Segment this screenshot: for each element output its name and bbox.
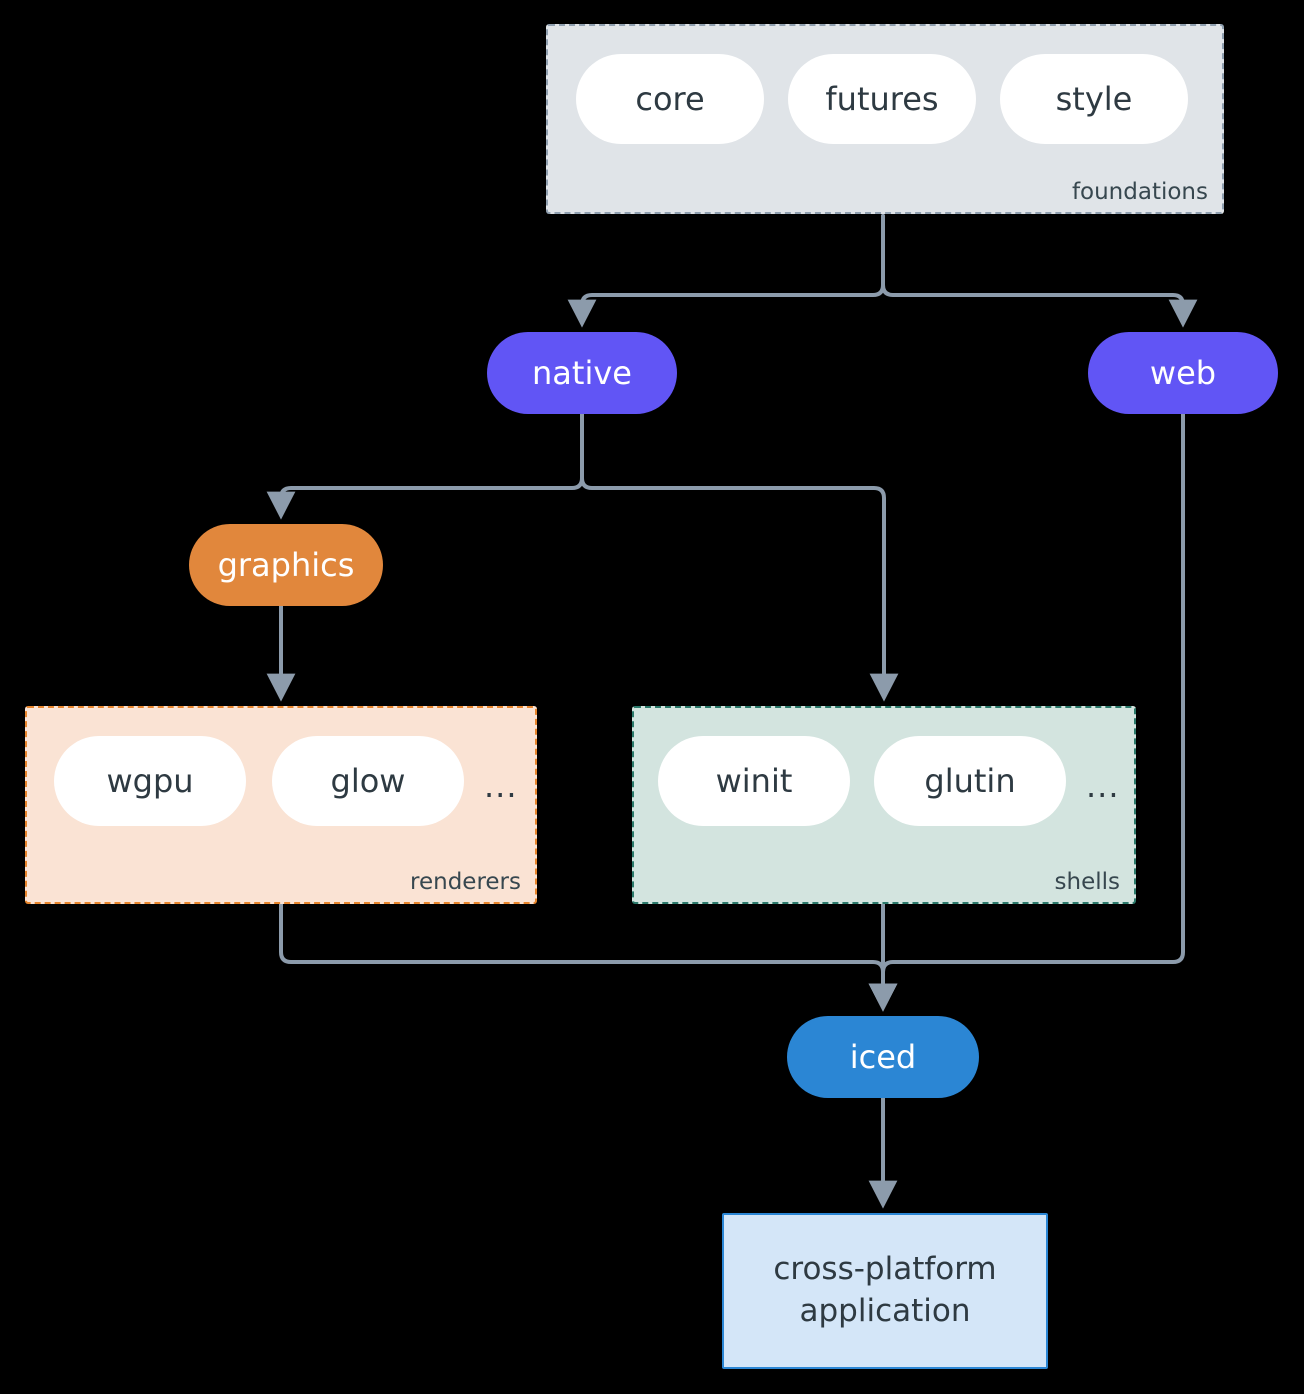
node-futures-label: futures [825,80,939,118]
node-style-label: style [1055,80,1133,118]
node-wgpu[interactable]: wgpu [54,736,246,826]
shells-more-ellipsis: ... [1086,767,1120,805]
node-glutin-label: glutin [924,762,1016,800]
node-core[interactable]: core [576,54,764,144]
node-winit[interactable]: winit [658,736,850,826]
node-application-label-line1: cross-platform [773,1251,997,1288]
node-iced[interactable]: iced [787,1016,979,1098]
node-web[interactable]: web [1088,332,1278,414]
node-glutin[interactable]: glutin [874,736,1066,826]
node-web-label: web [1149,354,1217,392]
cluster-shells-label: shells [1054,869,1120,895]
node-futures[interactable]: futures [788,54,976,144]
node-graphics-label: graphics [217,546,355,584]
cluster-foundations-label: foundations [1071,179,1208,205]
cluster-renderers-label: renderers [410,869,521,895]
node-wgpu-label: wgpu [106,762,194,800]
node-graphics[interactable]: graphics [189,524,383,606]
node-style[interactable]: style [1000,54,1188,144]
edge-foundations-native [567,214,885,328]
node-application[interactable]: cross-platform application [722,1213,1048,1369]
edge-native-shells [580,412,899,702]
edge-renderers-iced [279,902,898,1012]
node-glow[interactable]: glow [272,736,464,826]
node-native[interactable]: native [487,332,677,414]
node-core-label: core [635,80,705,118]
node-application-label-line2: application [799,1293,971,1329]
edge-native-graphics [266,412,584,520]
cluster-renderers: wgpu glow ... renderers [25,706,537,904]
renderers-more-ellipsis: ... [484,767,518,805]
node-iced-label: iced [849,1038,917,1076]
cluster-shells: winit glutin ... shells [632,706,1136,904]
cluster-foundations: core futures style foundations [546,24,1224,214]
edge-foundations-web [881,214,1198,328]
node-native-label: native [532,354,632,392]
node-glow-label: glow [330,762,406,800]
node-winit-label: winit [715,762,793,800]
